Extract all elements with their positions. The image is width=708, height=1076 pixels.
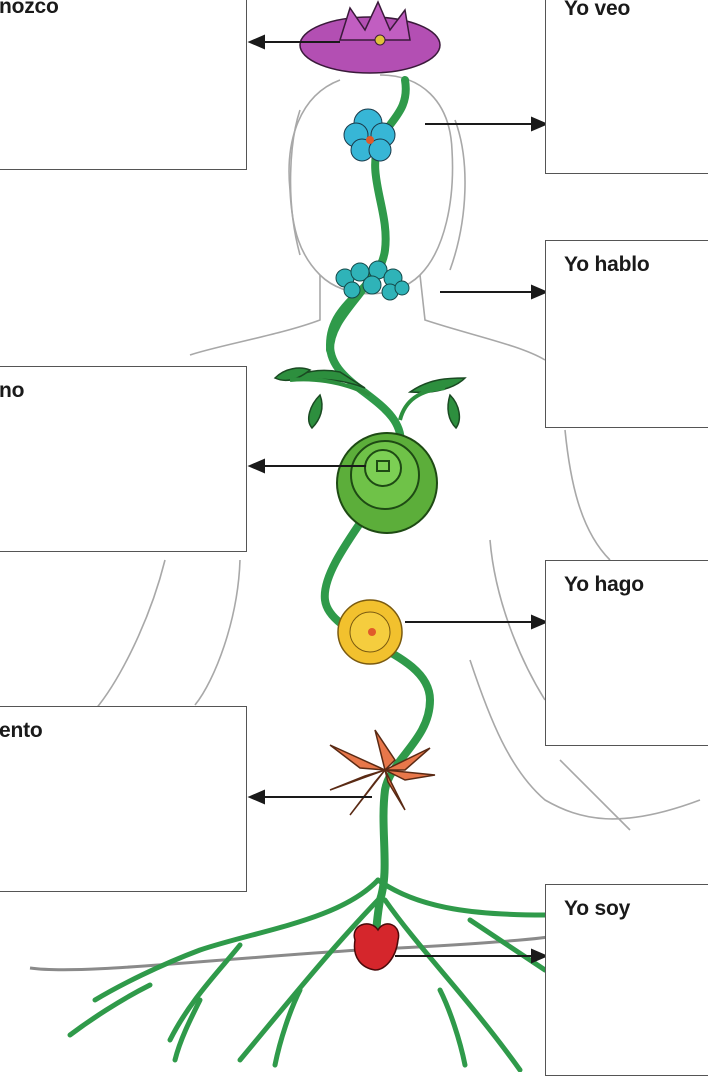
crown-flower xyxy=(300,2,440,73)
box-yo-hablo[interactable]: Yo hablo xyxy=(545,240,708,428)
box-label-amo: no xyxy=(0,379,24,403)
box-yo-hago[interactable]: Yo hago xyxy=(545,560,708,746)
box-label-conozco: nozco xyxy=(0,0,59,19)
root-flower xyxy=(354,924,398,970)
box-yo-siento[interactable]: ento xyxy=(0,706,247,892)
box-yo-soy[interactable]: Yo soy xyxy=(545,884,708,1076)
box-label-hablo: Yo hablo xyxy=(564,253,650,277)
solar-flower xyxy=(338,600,402,664)
roots xyxy=(70,880,545,1070)
box-label-siento: ento xyxy=(0,719,43,743)
third-eye-flower xyxy=(344,109,395,161)
box-label-soy: Yo soy xyxy=(564,897,630,921)
box-yo-amo[interactable]: no xyxy=(0,366,247,552)
throat-flower xyxy=(336,261,409,300)
box-yo-conozco[interactable]: nozco xyxy=(0,0,247,170)
heart-flower xyxy=(337,433,437,533)
box-label-hago: Yo hago xyxy=(564,573,644,597)
box-label-veo: Yo veo xyxy=(564,0,630,21)
box-yo-veo[interactable]: Yo veo xyxy=(545,0,708,174)
